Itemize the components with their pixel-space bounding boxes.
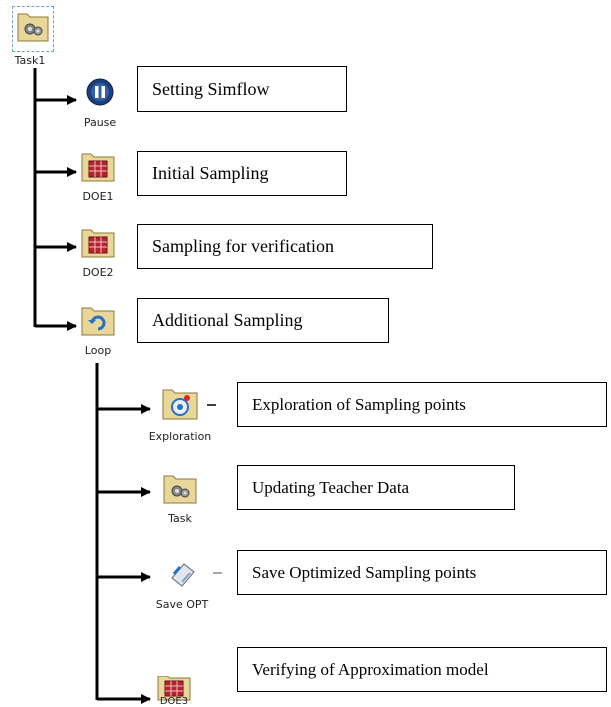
node-label: Loop: [84, 344, 112, 357]
node-doe3[interactable]: DOE3: [148, 676, 200, 707]
description-box-task: Updating Teacher Data: [237, 465, 515, 510]
node-task1[interactable]: Task1: [4, 6, 56, 68]
node-doe2[interactable]: DOE2: [72, 226, 124, 282]
grid-folder-icon: [81, 229, 115, 258]
node-saveopt[interactable]: Save OPT: [150, 556, 214, 614]
node-label: Exploration: [148, 430, 212, 443]
selection-outline: [12, 6, 54, 52]
node-label: Pause: [83, 116, 117, 129]
gears-folder-icon: [163, 475, 197, 504]
gears-folder-icon: [17, 13, 49, 42]
description-box-exploration: Exploration of Sampling points: [237, 382, 607, 427]
node-loop[interactable]: Loop: [72, 304, 124, 360]
grid-folder-icon: [157, 676, 191, 701]
node-doe1[interactable]: DOE1: [72, 150, 124, 206]
description-box-doe1: Initial Sampling: [137, 151, 347, 196]
node-label: DOE1: [82, 190, 114, 203]
description-box-loop: Additional Sampling: [137, 298, 389, 343]
node-label: Task1: [14, 54, 46, 67]
node-label: DOE3: [159, 696, 189, 707]
node-label: DOE2: [82, 266, 114, 279]
node-pause[interactable]: Pause: [74, 78, 126, 132]
save-opt-icon: [171, 563, 195, 587]
node-task[interactable]: Task: [150, 472, 210, 528]
loop-folder-icon: [81, 307, 115, 336]
node-label: Save OPT: [155, 598, 209, 611]
description-box-doe3: Verifying of Approximation model: [237, 647, 607, 692]
target-folder-icon: [162, 389, 198, 420]
node-label: Task: [168, 512, 192, 525]
description-box-doe2: Sampling for verification: [137, 224, 433, 269]
node-exploration[interactable]: Exploration: [142, 386, 218, 444]
grid-folder-icon: [81, 153, 115, 182]
description-box-pause: Setting Simflow: [137, 66, 347, 112]
pause-icon: [86, 78, 114, 106]
description-box-saveopt: Save Optimized Sampling points: [237, 550, 607, 595]
